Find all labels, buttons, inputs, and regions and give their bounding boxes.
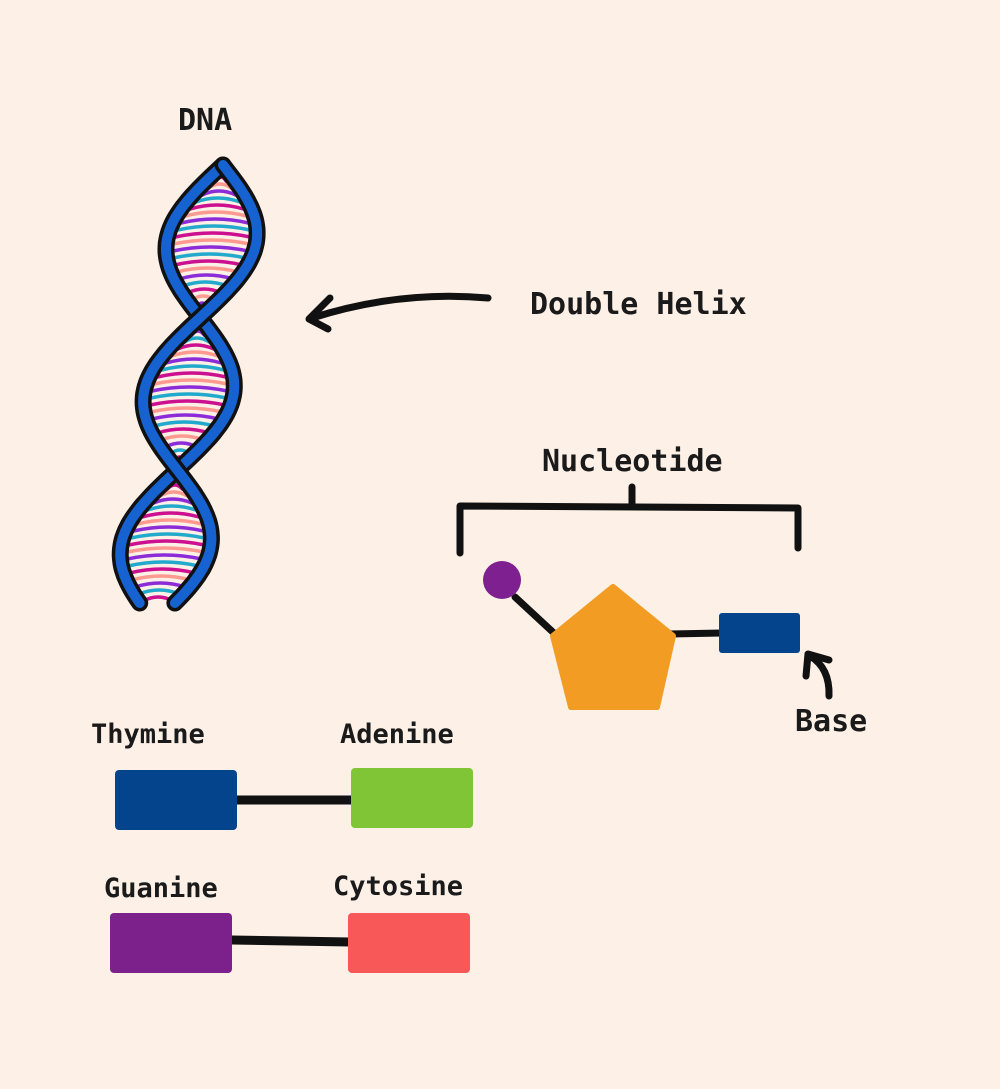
helix-rung bbox=[126, 560, 201, 568]
helix-rung bbox=[140, 511, 201, 519]
base-arrow bbox=[802, 650, 833, 700]
nucleotide-label: Nucleotide bbox=[542, 444, 723, 479]
helix-rung bbox=[175, 224, 252, 232]
helix-rungs bbox=[125, 175, 252, 603]
helix-rung bbox=[145, 504, 198, 512]
helix-rung bbox=[173, 231, 252, 239]
helix-rung bbox=[128, 532, 207, 540]
cytosine-label: Cytosine bbox=[333, 871, 463, 902]
helix-rung bbox=[164, 357, 224, 365]
helix-rung bbox=[148, 406, 224, 414]
helix-rung bbox=[188, 203, 246, 211]
sugar-pentagon bbox=[550, 584, 676, 710]
helix-rung bbox=[125, 546, 206, 554]
helix-rung bbox=[174, 266, 240, 274]
nucleotide bbox=[483, 561, 800, 710]
helix-rung bbox=[148, 399, 227, 407]
base-label: Base bbox=[795, 704, 867, 739]
phosphate-group bbox=[483, 561, 521, 599]
guanine-block bbox=[110, 913, 232, 973]
helix-rung bbox=[150, 413, 221, 421]
helix-rung bbox=[169, 350, 220, 358]
nitrogenous-base bbox=[719, 613, 800, 653]
helix-rung bbox=[126, 539, 207, 547]
helix-rung bbox=[159, 364, 226, 372]
helix-rung bbox=[127, 567, 197, 575]
helix-rung bbox=[177, 273, 236, 281]
helix-rung bbox=[155, 371, 228, 379]
helix-rung bbox=[155, 427, 212, 435]
double-helix-illustration bbox=[111, 156, 266, 612]
base-pair-thymine-adenine: Thymine Adenine bbox=[91, 719, 473, 830]
dna-label: DNA bbox=[178, 103, 232, 138]
helix-rung bbox=[181, 280, 230, 288]
helix-strand-front bbox=[138, 160, 263, 608]
base-pair-guanine-cytosine: Guanine Cytosine bbox=[104, 871, 470, 973]
guanine-label: Guanine bbox=[104, 873, 218, 904]
helix-rung bbox=[133, 581, 187, 589]
helix-rung bbox=[176, 343, 216, 351]
helix-rung bbox=[171, 245, 250, 253]
adenine-label: Adenine bbox=[340, 719, 454, 750]
helix-rung bbox=[135, 518, 204, 526]
helix-strand-back bbox=[115, 160, 240, 608]
helix-rung bbox=[179, 217, 251, 225]
adenine-block bbox=[351, 768, 473, 828]
thymine-label: Thymine bbox=[91, 719, 205, 750]
helix-rung bbox=[148, 392, 229, 400]
double-helix-label: Double Helix bbox=[530, 287, 747, 322]
helix-rung bbox=[194, 196, 242, 204]
helix-rung bbox=[152, 378, 229, 386]
helix-rung bbox=[171, 238, 252, 246]
cytosine-block bbox=[348, 913, 470, 973]
thymine-block bbox=[115, 770, 237, 830]
helix-rung bbox=[151, 497, 194, 505]
helix-rung bbox=[172, 259, 245, 267]
helix-rung bbox=[131, 525, 206, 533]
helix-rung bbox=[152, 420, 217, 428]
helix-rung bbox=[130, 574, 193, 582]
helix-rung bbox=[171, 252, 248, 260]
nucleotide-bracket bbox=[456, 483, 802, 557]
helix-rung bbox=[125, 553, 204, 561]
double-helix-arrow bbox=[305, 292, 492, 333]
helix-rung bbox=[183, 210, 249, 218]
helix-rung bbox=[150, 385, 229, 393]
